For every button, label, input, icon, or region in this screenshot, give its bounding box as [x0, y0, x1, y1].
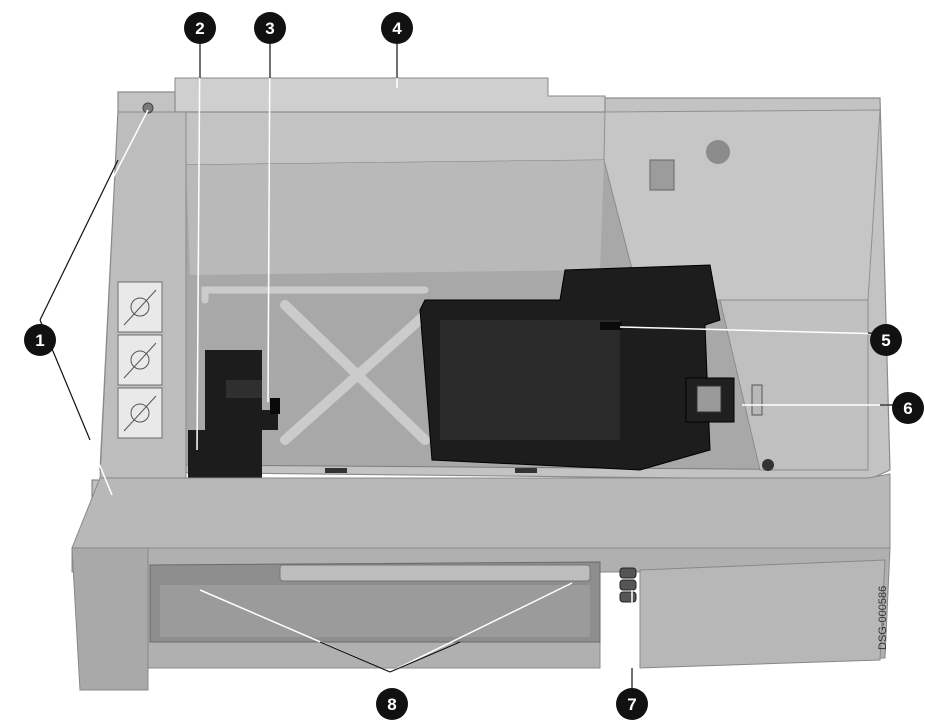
platform-hole	[706, 140, 730, 164]
rear-paper-guide	[174, 77, 606, 113]
callout-5: 5	[870, 324, 902, 356]
connector-post	[751, 384, 763, 416]
cover-slot	[600, 322, 622, 330]
front-edge-marks	[325, 468, 537, 473]
callout-1: 1	[24, 324, 56, 356]
left-front-leg	[71, 547, 149, 691]
right-front-block	[639, 559, 886, 669]
cavity-back-wall	[186, 160, 604, 275]
callout-4-label: 4	[392, 19, 402, 38]
callout-7-label: 7	[627, 695, 636, 714]
callout-2: 2	[184, 12, 216, 44]
callout-3-label: 3	[265, 19, 274, 38]
callout-8-label: 8	[387, 695, 396, 714]
callout-2-label: 2	[195, 19, 204, 38]
callout-6-label: 6	[903, 399, 912, 418]
platform-latch	[649, 159, 675, 191]
callout-3: 3	[254, 12, 286, 44]
callout-5-label: 5	[881, 331, 890, 350]
front-top-edge	[71, 473, 891, 549]
right-lower-platform	[719, 299, 869, 471]
callout-4: 4	[381, 12, 413, 44]
lever-slot	[270, 398, 280, 414]
label-panel-marks	[123, 289, 157, 432]
lever-tab	[226, 380, 262, 398]
front-handle	[279, 564, 591, 582]
lower-platform-hole	[762, 459, 774, 471]
callout-1-label: 1	[35, 331, 44, 350]
floor-ribs	[201, 286, 430, 445]
tray-body	[71, 77, 891, 691]
callout-6: 6	[892, 392, 924, 424]
spring-coil	[619, 567, 637, 603]
figure-code: DSG-000586	[877, 586, 889, 650]
cover-inner-plate	[440, 320, 620, 440]
callout-7: 7	[616, 688, 648, 720]
callout-8: 8	[376, 688, 408, 720]
top-screw	[142, 102, 154, 114]
connector-socket	[696, 385, 722, 413]
front-inner-panel	[160, 585, 590, 637]
